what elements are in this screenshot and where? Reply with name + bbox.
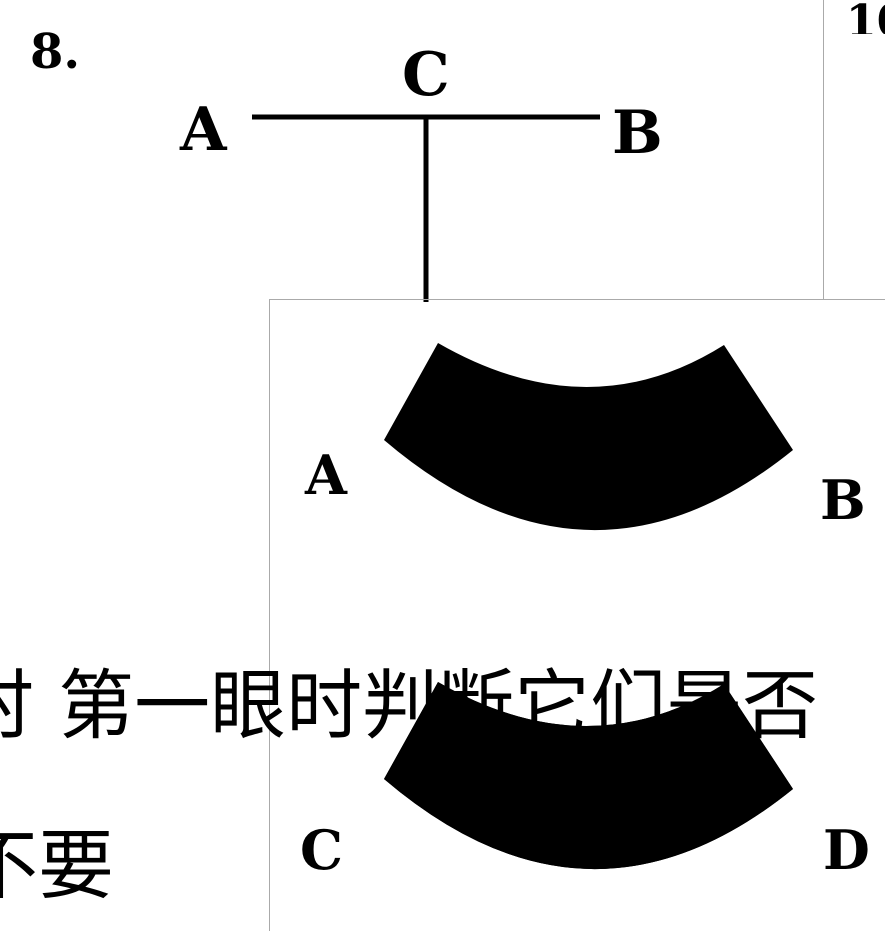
- label-c: C: [402, 40, 450, 110]
- shape1-right-label: B: [820, 468, 866, 532]
- shape2-left-label: C: [300, 818, 343, 882]
- right-figure-frame: [823, 0, 885, 299]
- t-shape-figure: [252, 114, 600, 302]
- label-a: A: [180, 95, 227, 165]
- caption-line-2: 不要: [0, 821, 114, 910]
- question-number: 8.: [30, 24, 81, 80]
- label-b: B: [612, 98, 663, 168]
- shape1-left-label: A: [305, 443, 347, 507]
- corner-question-number: 10: [846, 0, 885, 34]
- shape2-right-label: D: [823, 818, 870, 882]
- shapes-panel: [269, 299, 885, 931]
- arc-shape-ab: [384, 343, 793, 531]
